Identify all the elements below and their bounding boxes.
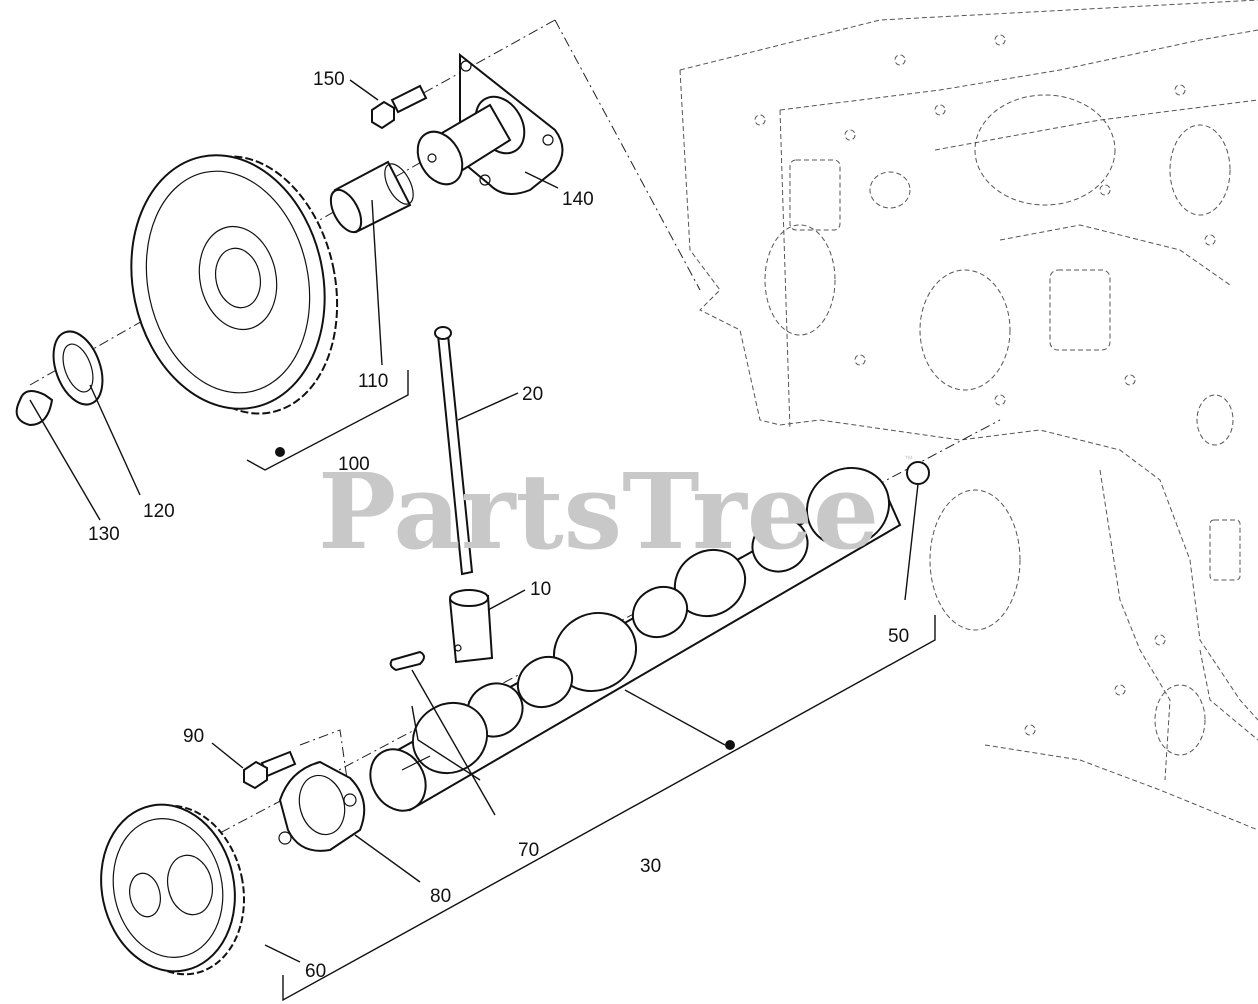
group-marker-100 <box>275 447 285 457</box>
bracket-100 <box>246 370 409 471</box>
bracket-30 <box>282 615 936 1002</box>
callout-120: 120 <box>143 501 175 522</box>
callout-50: 50 <box>888 626 909 647</box>
reference-line-140 <box>419 19 701 291</box>
engine-block-outline <box>679 0 1258 831</box>
callout-60: 60 <box>305 961 326 982</box>
group-marker-30 <box>725 740 735 750</box>
part-90-bolt <box>243 750 297 790</box>
callout-100: 100 <box>338 454 370 475</box>
part-150-bolt <box>371 84 428 130</box>
part-80-thrust-plate <box>278 760 366 852</box>
part-110-bushing <box>329 160 414 234</box>
callout-150: 150 <box>313 69 345 90</box>
leader-lines <box>29 79 919 963</box>
part-140-idler-shaft <box>416 52 564 195</box>
part-20-push-rod <box>434 326 474 576</box>
callout-10: 10 <box>530 579 551 600</box>
watermark-text: PartsTree <box>318 450 879 573</box>
part-70-key <box>389 650 425 672</box>
part-10-tappet <box>448 589 494 664</box>
callout-70: 70 <box>518 840 539 861</box>
callout-80: 80 <box>430 886 451 907</box>
part-50-ball <box>906 461 930 485</box>
callout-90: 90 <box>183 726 204 747</box>
watermark-trademark: ™ <box>904 454 913 464</box>
part-100-idler-gear <box>130 154 339 415</box>
part-60-cam-gear <box>100 803 245 976</box>
callout-110: 110 <box>358 371 388 392</box>
callout-130: 130 <box>88 524 120 545</box>
callout-30: 30 <box>640 856 661 877</box>
callout-140: 140 <box>562 189 594 210</box>
callout-20: 20 <box>522 384 543 405</box>
part-120-washer <box>52 330 104 406</box>
part-30-camshaft <box>369 466 902 812</box>
